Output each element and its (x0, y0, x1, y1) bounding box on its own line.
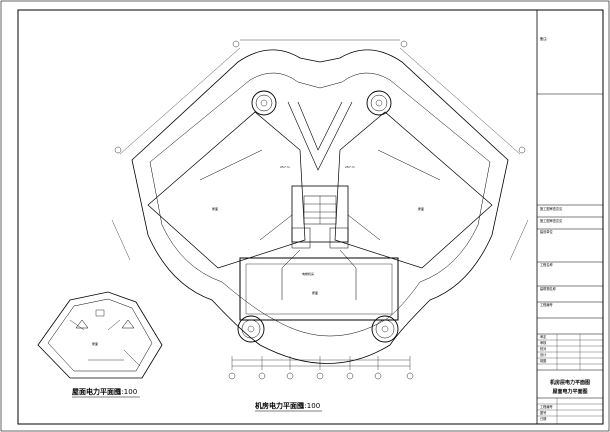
stair-core (291, 185, 349, 243)
center-label: 电梯机房 (302, 271, 314, 276)
inner-parapet (149, 72, 491, 337)
turret-bottom-left (237, 315, 265, 343)
tb-sign-review: 审核 (540, 340, 547, 345)
right-wing (334, 111, 493, 269)
tb-sign-approve: 审定 (540, 334, 547, 339)
tb-remark: 备注: (540, 36, 547, 41)
small-plan-outline (37, 291, 163, 379)
tb-meta-date: 日期 (540, 416, 546, 421)
tb-sign-design: 设计 (540, 352, 547, 357)
small-plan-inner (47, 298, 153, 372)
caption-left: 屋面电力平面图 1:100 (72, 387, 140, 398)
caption-main: 机房电力平面图 1:100 (255, 401, 322, 412)
small-plan-room-label: 屋面 (92, 341, 98, 346)
tb-meta-number: 工程编号 (540, 404, 553, 409)
tb-meta-sheet: 图号 (540, 410, 546, 415)
room-area-right: 257 m (345, 165, 355, 169)
turret-top-left (251, 90, 277, 116)
main-roof-plan (111, 39, 529, 380)
outer-roof-outline (131, 49, 509, 364)
turret-bottom-right (371, 315, 399, 343)
tb-design-label: 工程编号 (540, 302, 553, 307)
machine-room-label: 屋面 (312, 290, 318, 295)
turret-top-right (366, 90, 392, 116)
left-wing (147, 111, 306, 269)
tb-client: 建设单位 (540, 229, 554, 234)
machine-room (239, 257, 399, 321)
tb-drawing-title-1: 机房层电力平面图 (549, 379, 590, 386)
caption-main-title: 机房电力平面图 (255, 401, 304, 410)
tb-project-name: 工程名称 (540, 262, 554, 267)
axis-bubbles (114, 40, 526, 380)
tb-sign-check: 校对 (540, 346, 547, 351)
caption-left-title: 屋面电力平面图 (72, 387, 121, 396)
tb-review-1: 施工图审查意见 (540, 206, 563, 211)
central-v (287, 101, 353, 171)
left-wing-label: 屋面 (212, 206, 218, 211)
machine-room-inner (245, 263, 393, 315)
dimension-lines (111, 39, 529, 370)
tb-review-2: 施工图审查意见 (540, 218, 563, 223)
room-area-left: 257 m (280, 165, 290, 169)
caption-main-scale: 1:100 (300, 402, 320, 410)
tb-building-name: 建筑物名称 (540, 286, 557, 291)
caption-left-scale: 1:100 (117, 388, 137, 396)
tb-drawing-title-2: 屋面电力平面图 (552, 388, 587, 395)
power-wiring (199, 149, 441, 300)
right-wing-label: 屋面 (418, 206, 424, 211)
tb-sign-draw: 制图 (540, 358, 546, 363)
roof-plan-small (37, 291, 163, 379)
title-block: 备注: 施工图审查意见 施工图审查意见 建设单位 工程名称 建筑物名称 工程编号… (537, 36, 603, 424)
